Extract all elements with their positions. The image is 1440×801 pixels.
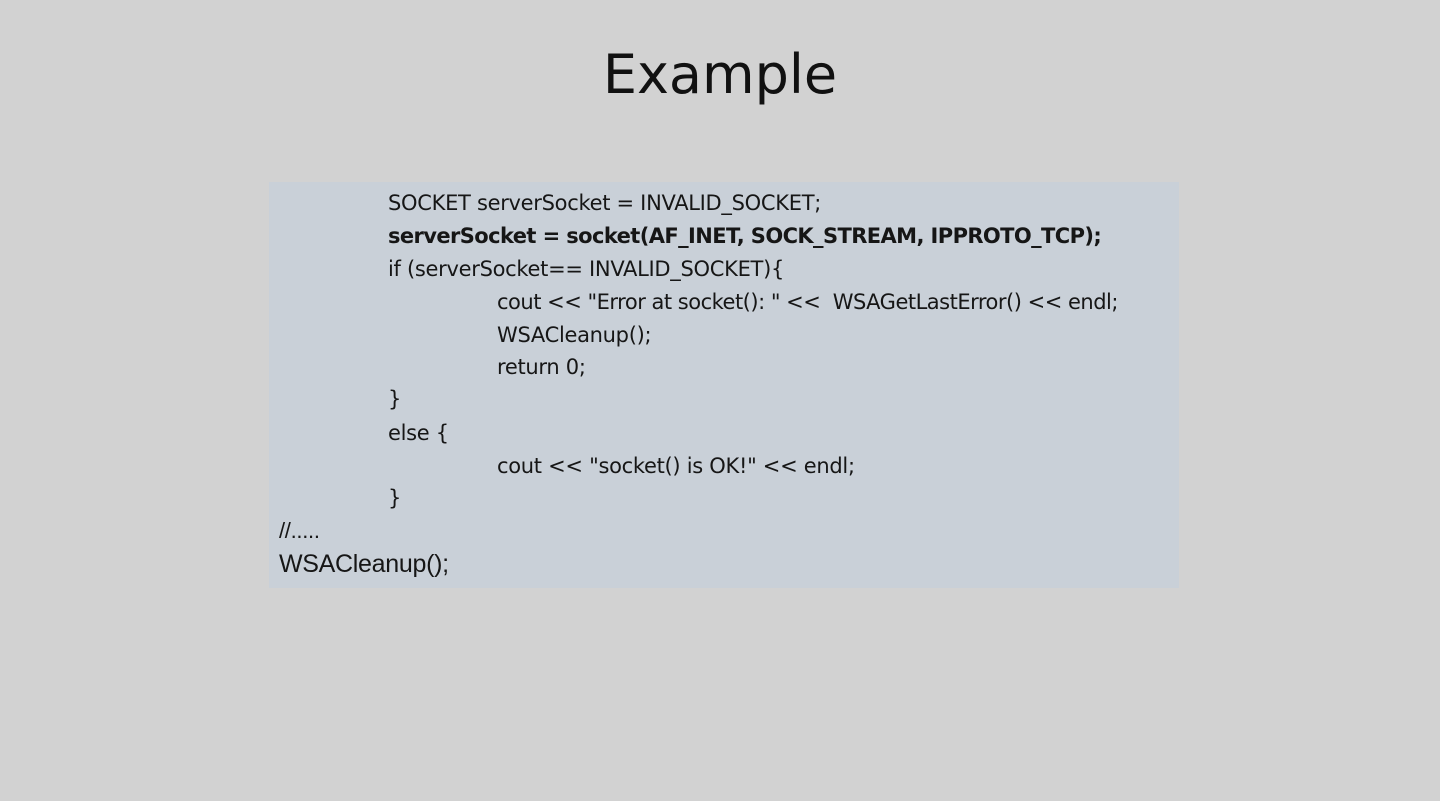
slide-title: Example [602,43,838,106]
code-line-comment: //..... [279,518,320,543]
code-line-else: else { [388,421,449,445]
code-line-if-invalid: if (serverSocket== INVALID_SOCKET){ [388,257,785,281]
code-line-socket-call: serverSocket = socket(AF_INET, SOCK_STRE… [388,224,1102,248]
code-line-return: return 0; [497,355,586,379]
code-line-ok-output: cout << "socket() is OK!" << endl; [497,454,855,478]
code-line-close-brace-else: } [388,486,402,510]
code-line-error-output: cout << "Error at socket(): " << WSAGetL… [497,290,1118,314]
code-block: SOCKET serverSocket = INVALID_SOCKET; se… [269,182,1179,588]
code-line-cleanup-inner: WSACleanup(); [497,323,652,347]
code-line-cleanup-final: WSACleanup(); [279,550,449,578]
code-line-socket-declaration: SOCKET serverSocket = INVALID_SOCKET; [388,191,821,215]
code-line-close-brace-if: } [388,387,402,411]
